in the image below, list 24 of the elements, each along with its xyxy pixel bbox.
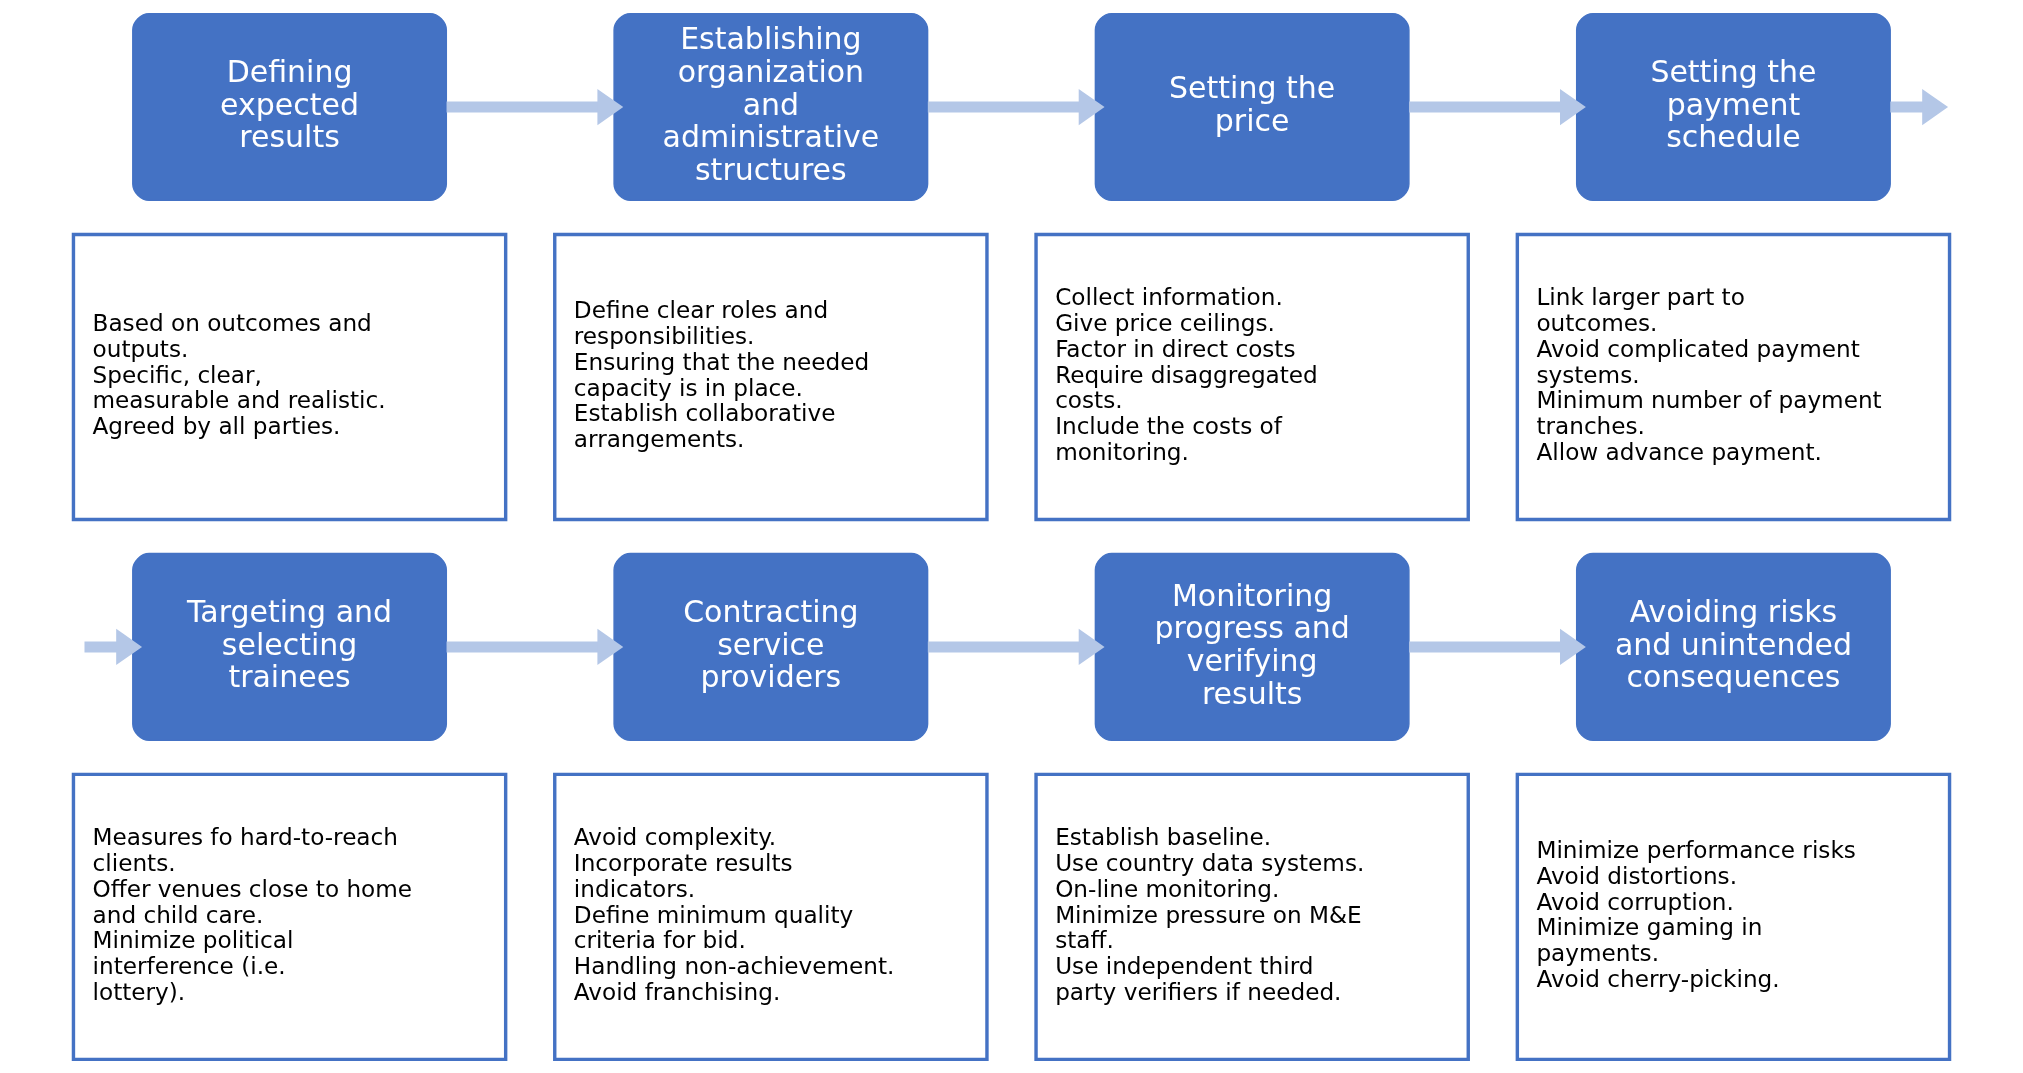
node-box: Based on outcomes and outputs. Specific, clear, measurable and realistic. Agreed by all parties.: [71, 232, 508, 522]
node-box: Defining expected results: [132, 12, 448, 202]
node-box: Setting the payment schedule: [1575, 12, 1891, 202]
arrow: [927, 628, 1105, 666]
node-box: Establishing organization and administrative structures: [613, 12, 929, 202]
arrow: [927, 88, 1105, 126]
node-box: Collect information. Give price ceilings. Factor in direct costs Require disaggregated costs. Include the costs of monitoring.: [1034, 232, 1470, 522]
node-box: Measures fo hard-to-reach clients. Offer venues close to home and child care. Minimize political interference (i.e. lottery).: [71, 772, 508, 1062]
node-box: Establish baseline. Use country data systems. On-line monitoring. Minimize pressure on M&E staff. Use independent third party verifiers if needed.: [1034, 772, 1470, 1062]
node-box: Targeting and selecting trainees: [132, 552, 448, 741]
node-box: Avoiding risks and unintended consequences: [1575, 552, 1891, 741]
node-box: Define clear roles and responsibilities. Ensuring that the needed capacity is in place. Establish collaborative arrangements.: [553, 232, 989, 522]
node-box: Avoid complexity. Incorporate results indicators. Define minimum quality criteria for bid. Handling non-achievement. Avoid franchising.: [553, 772, 989, 1062]
node-box: Setting the price: [1094, 12, 1410, 202]
node-box: Monitoring progress and verifying results: [1094, 552, 1410, 741]
arrow: [446, 88, 624, 126]
node-box: Link larger part to outcomes. Avoid complicated payment systems. Minimum number of payment tranches. Allow advance payment.: [1515, 232, 1952, 522]
arrow: [446, 628, 624, 666]
arrow: [1890, 88, 1949, 126]
node-box: Minimize performance risks Avoid distortions. Avoid corruption. Minimize gaming in payments. Avoid cherry-picking.: [1515, 772, 1952, 1062]
arrow: [1409, 88, 1586, 126]
arrow: [84, 628, 143, 666]
arrow: [1409, 628, 1586, 666]
node-box: Contracting service providers: [613, 552, 929, 741]
